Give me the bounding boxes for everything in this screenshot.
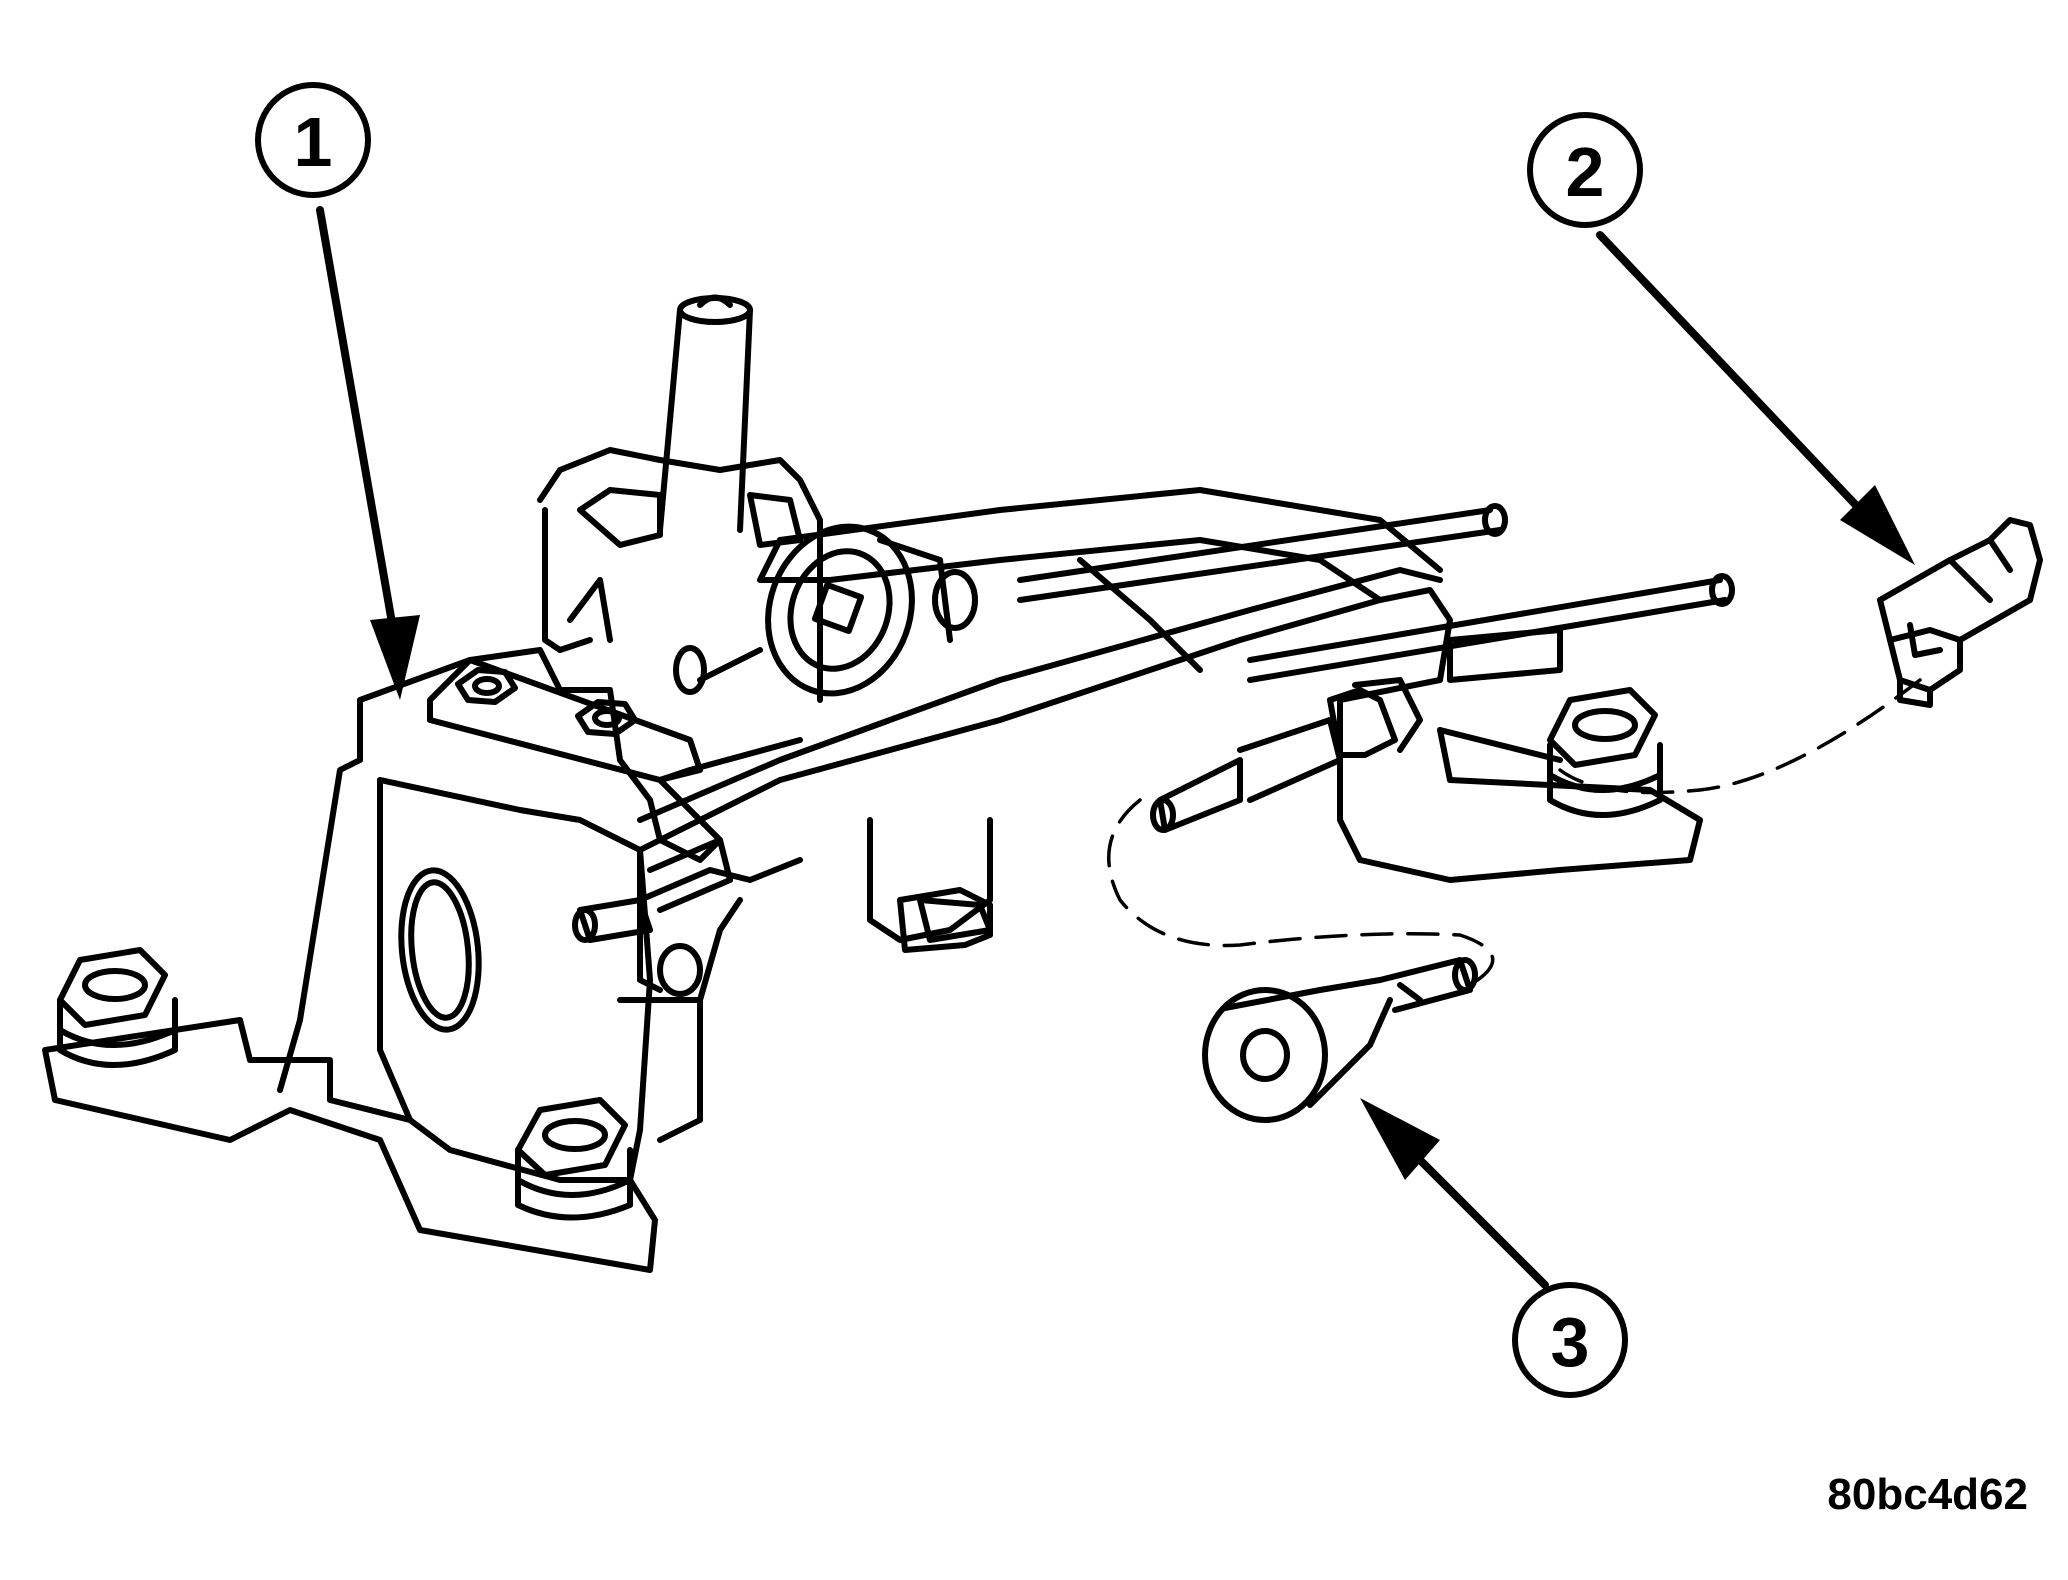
- shift-lever-housing: [427, 294, 823, 783]
- cable-end-fitting: [1150, 677, 1423, 833]
- arrow-3: [1360, 1098, 1549, 1289]
- nut-rear-right: [1547, 687, 1663, 818]
- relationship-lines: [1107, 678, 1922, 987]
- side-pin: [572, 837, 733, 997]
- pivot-disc: [673, 523, 978, 697]
- callout-2: 2: [1527, 112, 1643, 228]
- arrow-1: [316, 206, 420, 700]
- cable-isolator-bushing: [1202, 957, 1478, 1123]
- bushing-dashed-line: [1107, 798, 1495, 987]
- bolt-top-center: [575, 699, 638, 737]
- shifter-bracket: [42, 487, 1703, 1273]
- cable-retaining-clip: [1877, 517, 2043, 708]
- callout-3-label: 3: [1551, 1303, 1590, 1381]
- bolt-top-left: [455, 667, 518, 705]
- figure-id: 80bc4d62: [1827, 1470, 2028, 1519]
- callout-3: 3: [1512, 1282, 1628, 1398]
- nut-front-center: [515, 1097, 633, 1221]
- callout-1: 1: [255, 82, 371, 198]
- clip-dashed-line: [1558, 678, 1922, 795]
- arrow-2: [1596, 231, 1915, 565]
- nut-front-left: [57, 947, 178, 1068]
- callout-1-label: 1: [294, 103, 333, 181]
- callout-2-label: 2: [1566, 133, 1605, 211]
- shift-cables: [1017, 503, 1735, 683]
